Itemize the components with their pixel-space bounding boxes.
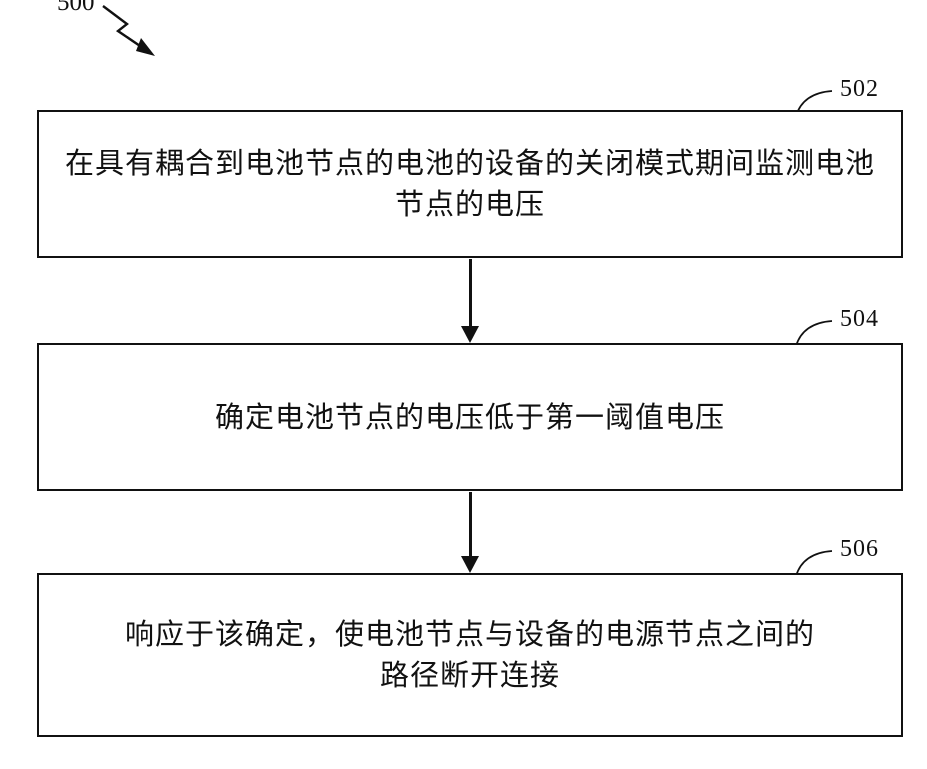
step-box-determine-threshold: 确定电池节点的电压低于第一阈值电压 (37, 343, 903, 491)
leader-curve-icon (795, 550, 833, 577)
arrow-shaft (468, 492, 472, 556)
step-ref-504: 504 (794, 306, 914, 348)
step-text-line: 确定电池节点的电压低于第一阈值电压 (214, 399, 725, 434)
step-box-monitor-voltage: 在具有耦合到电池节点的电池的设备的关闭模式期间监测电池 节点的电压 (37, 110, 903, 258)
step-box-disconnect-path: 响应于该确定，使电池节点与设备的电源节点之间的 路径断开连接 (37, 573, 903, 737)
arrow-head (461, 556, 479, 573)
connector-arrow-504-to-506 (461, 492, 479, 573)
step-text-line: 路径断开连接 (379, 658, 560, 692)
arrow-shaft (468, 259, 472, 326)
connector-arrow-502-to-504 (461, 259, 479, 343)
step-text-line: 在具有耦合到电池节点的电池的设备的关闭模式期间监测电池 (64, 146, 875, 180)
step-text-line: 响应于该确定，使电池节点与设备的电源节点之间的 (124, 617, 815, 651)
step-ref-506: 506 (794, 536, 914, 578)
leader-curve-icon (795, 320, 833, 347)
figure-number-label: 500 (57, 0, 95, 16)
figure-pointer-zigzag-arrow-icon (102, 5, 155, 56)
step-ref-number: 502 (840, 76, 879, 102)
step-ref-502: 502 (794, 76, 914, 118)
arrow-head (461, 326, 479, 343)
step-text-line: 节点的电压 (394, 187, 545, 221)
step-ref-number: 506 (840, 536, 879, 562)
step-ref-number: 504 (840, 306, 879, 332)
